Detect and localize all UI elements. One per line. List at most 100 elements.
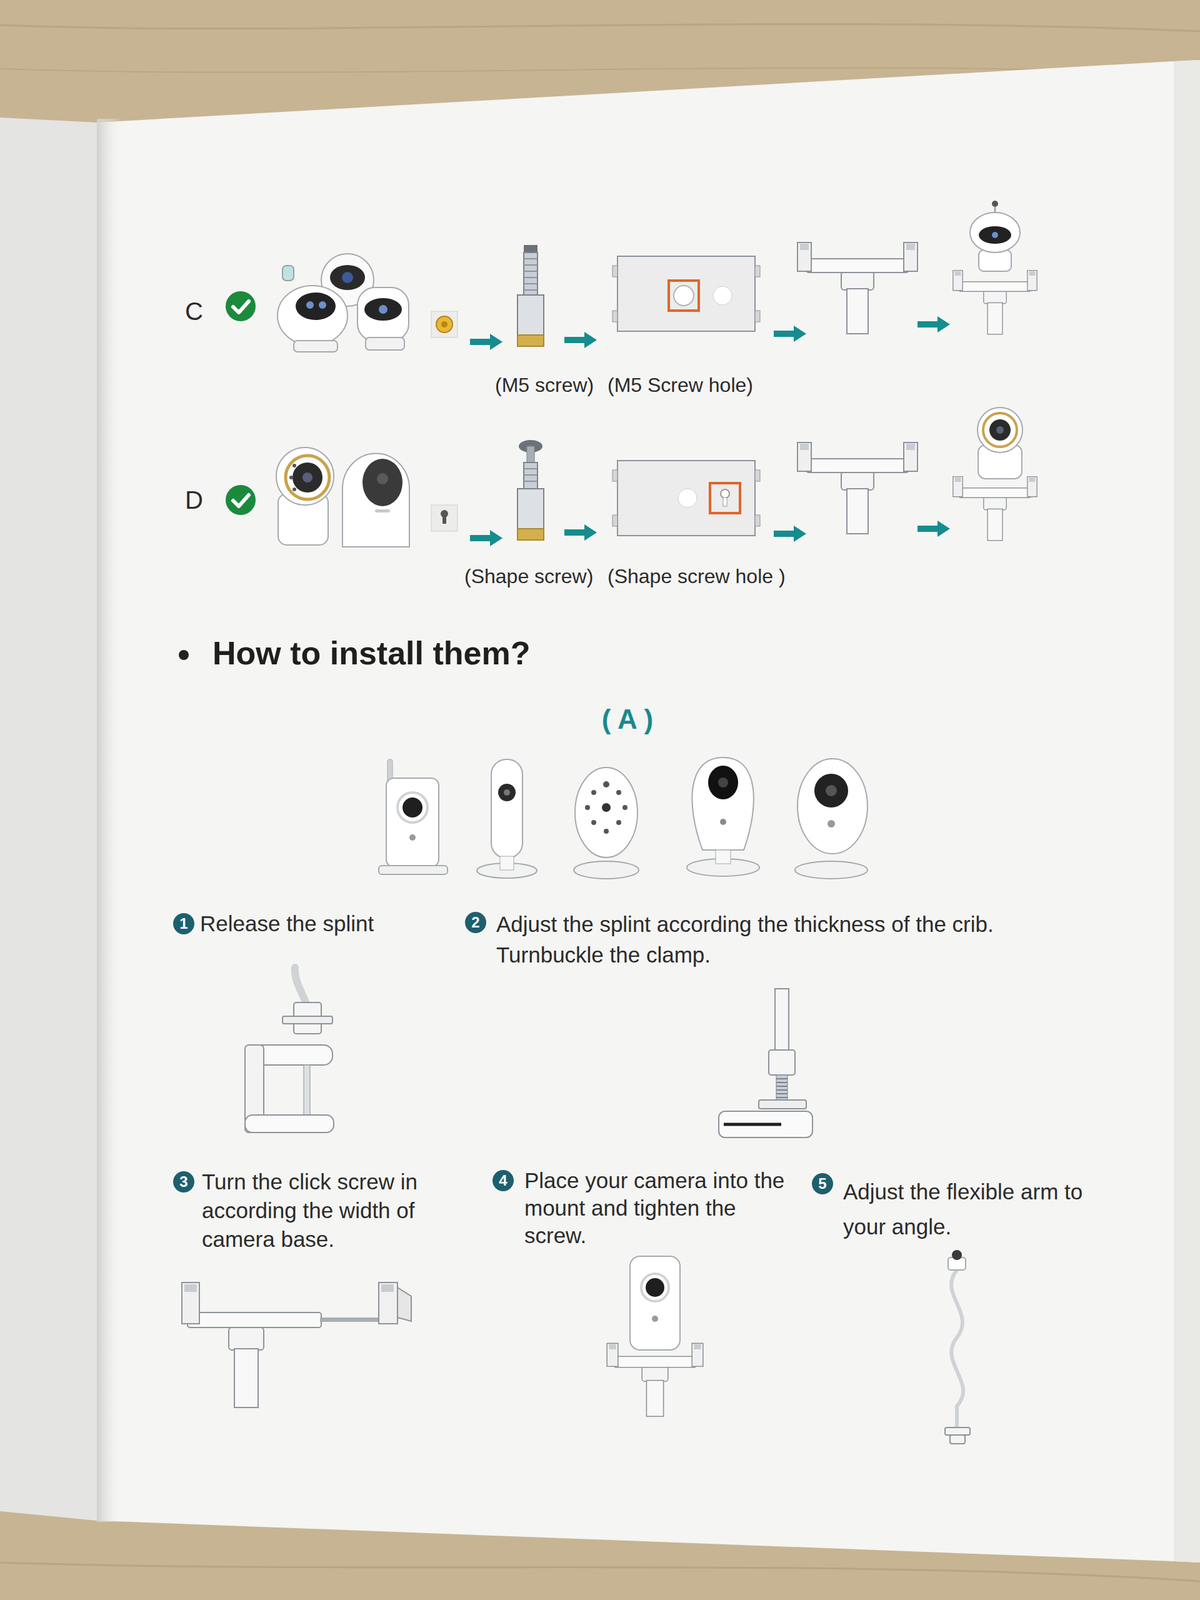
step-number-badge: 3 — [173, 1171, 195, 1193]
robot-cameras — [364, 298, 402, 321]
mount-extended — [378, 1282, 398, 1324]
clamp-tightened — [775, 988, 789, 1052]
baby-monitor-cameras — [603, 828, 609, 834]
m5-screw — [517, 245, 544, 347]
baby-monitor-cameras — [378, 865, 448, 875]
mounted-camera — [978, 250, 1012, 272]
camera-in-mount — [606, 1256, 704, 1417]
camera-mount — [797, 242, 918, 334]
baby-monitor-cameras — [616, 820, 622, 825]
flow-arrows — [917, 520, 950, 537]
step-number-badge: 5 — [811, 1173, 834, 1195]
camera-in-mount — [645, 1278, 665, 1297]
baby-monitor-cameras — [409, 834, 416, 841]
mount-plate — [755, 310, 760, 322]
mounted-camera — [989, 419, 1011, 441]
baby-monitor-cameras — [585, 805, 590, 810]
model-letter: ( A ) — [601, 703, 654, 736]
pan-tilt-cameras — [302, 472, 313, 483]
robot-cameras — [330, 265, 365, 290]
camera-in-mount — [630, 1256, 680, 1350]
mount-plate — [710, 483, 740, 514]
pan-tilt-cameras — [292, 463, 297, 468]
robot-cameras — [341, 271, 354, 284]
mount-plate — [720, 489, 730, 499]
mounted-camera — [953, 476, 1037, 541]
callout-number: 3 — [179, 1174, 188, 1190]
table-background — [0, 23, 1200, 32]
shape-screw — [517, 440, 544, 540]
baby-monitor-cameras — [797, 758, 868, 854]
robot-cameras — [318, 301, 327, 309]
baby-monitor-cameras — [591, 790, 597, 795]
flow-arrows — [470, 530, 503, 547]
flexible-arm — [950, 1435, 965, 1444]
flow-arrows — [470, 333, 503, 350]
robot-cameras — [357, 287, 409, 342]
paper-page — [96, 118, 122, 1522]
step-text: Adjust the splint according the thicknes… — [496, 908, 1059, 970]
part-caption: (M5 Screw hole) — [607, 373, 754, 397]
baby-monitor-cameras — [622, 805, 628, 810]
clamp-tightened — [768, 1050, 795, 1075]
robot-cameras — [365, 337, 405, 350]
robot-cameras — [295, 292, 336, 320]
mount-plate — [617, 460, 755, 536]
pan-tilt-cameras — [292, 462, 323, 493]
baby-monitor-cameras — [825, 785, 837, 797]
mount-plate — [668, 280, 699, 311]
flow-arrows — [773, 525, 807, 542]
check-mark — [225, 291, 256, 322]
mount-extended — [228, 1327, 264, 1350]
callout-number: 4 — [498, 1173, 507, 1189]
callout-number: 1 — [179, 916, 188, 932]
baby-monitor-cameras — [573, 861, 639, 879]
mount-extended — [320, 1317, 382, 1322]
mount-plate — [617, 256, 755, 332]
step-number-badge: 2 — [465, 911, 487, 934]
baby-monitor-cameras — [827, 820, 835, 828]
pan-tilt-cameras — [376, 473, 389, 485]
step-text: Turn the click screw in according the wi… — [201, 1167, 477, 1254]
mount-plate — [612, 470, 618, 482]
baby-monitor-cameras — [386, 778, 439, 867]
step-text: Adjust the flexible arm to your angle. — [843, 1174, 1087, 1245]
clamp-open — [303, 1065, 310, 1115]
robot-cameras — [277, 285, 348, 346]
mounted-camera — [991, 231, 999, 239]
part-caption: (Shape screw) — [464, 564, 594, 589]
pan-tilt-cameras — [276, 447, 334, 505]
clamp-tightened — [776, 1075, 788, 1103]
baby-monitor-cameras — [498, 783, 516, 802]
mount-extended — [181, 1282, 200, 1324]
baby-monitor-cameras — [378, 757, 868, 879]
mount-plate — [612, 256, 760, 332]
flow-arrows — [470, 520, 950, 547]
shape-screw — [523, 462, 538, 489]
mounted-camera — [996, 426, 1004, 434]
flexible-arm — [951, 1250, 962, 1260]
clamp-tightened — [758, 1100, 807, 1109]
m5-screw — [517, 335, 544, 347]
flow-arrows — [564, 524, 597, 541]
m5-screw — [517, 295, 544, 337]
m5-screw — [523, 252, 538, 295]
clamp-tightened — [723, 1123, 782, 1127]
baby-monitor-cameras — [720, 818, 727, 825]
mounted-camera — [953, 407, 1037, 541]
pan-tilt-cameras — [362, 458, 403, 507]
keyhole-tile — [431, 505, 458, 532]
baby-monitor-cameras — [795, 861, 868, 879]
robot-cameras — [277, 253, 409, 352]
mount-extended — [381, 1284, 394, 1292]
mounted-camera — [953, 200, 1037, 335]
flow-arrows — [917, 316, 950, 333]
baby-monitor-cameras — [503, 789, 510, 796]
heading-bullet — [178, 650, 189, 660]
check-mark — [225, 291, 256, 322]
callout-number: 5 — [818, 1176, 827, 1192]
mount-extended — [181, 1282, 412, 1408]
